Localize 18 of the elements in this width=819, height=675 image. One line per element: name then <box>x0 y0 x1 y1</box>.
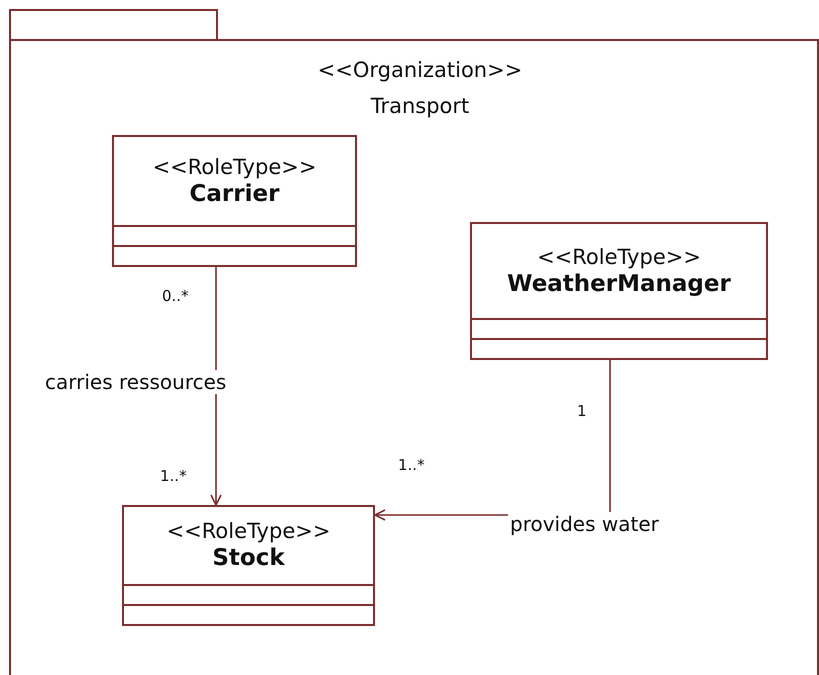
class-name: Carrier <box>190 180 280 208</box>
class-name: WeatherManager <box>507 270 731 298</box>
class-box <box>470 222 768 360</box>
class-name: Stock <box>212 544 285 573</box>
class-box <box>122 505 375 626</box>
package-name: Transport <box>370 94 470 118</box>
stereotype-text: <<Organization>> <box>316 58 524 82</box>
multiplicity-label: 1..* <box>398 456 425 474</box>
edge-label: provides water <box>508 512 661 536</box>
stereotype-text: <<RoleType>> <box>166 518 330 544</box>
stereotype-text: <<RoleType>> <box>537 244 701 270</box>
multiplicity-label: 1..* <box>160 467 187 485</box>
association-arrow <box>210 267 222 506</box>
multiplicity-label: 1 <box>577 402 587 420</box>
class-box <box>112 135 357 267</box>
stereotype-text: <<RoleType>> <box>152 154 316 180</box>
edge-label: carries ressources <box>43 370 228 394</box>
multiplicity-label: 0..* <box>162 287 189 305</box>
